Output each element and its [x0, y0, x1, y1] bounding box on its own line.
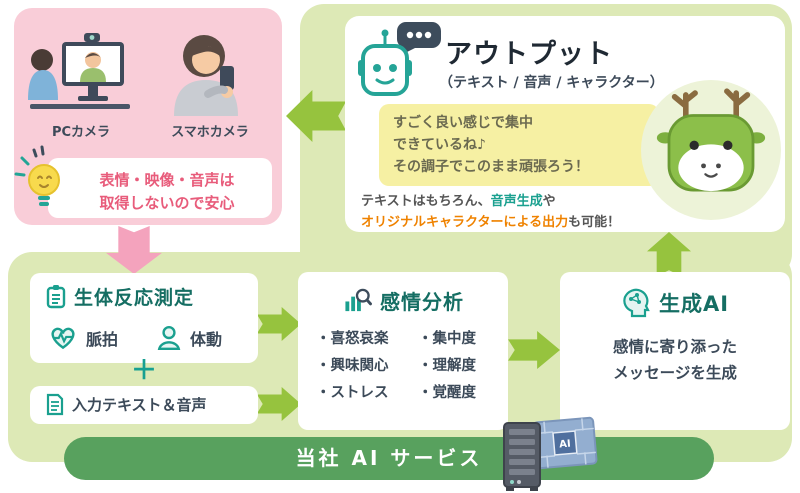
input-text-voice-label: 入力テキスト＆音声: [72, 396, 207, 414]
emotion-items-left: ・喜怒哀楽 ・興味関心 ・ストレス: [316, 326, 389, 406]
caption-line1: テキストはもちろん、音声生成や: [361, 192, 620, 213]
pc-camera-label: PCカメラ: [51, 125, 111, 140]
speech-line1: すごく良い感じで集中: [393, 115, 533, 131]
clipboard-icon: [46, 284, 66, 308]
plus-sign: ＋: [130, 356, 157, 386]
bio-measure-panel: 生体反応測定 脈拍 体動: [30, 273, 258, 363]
caption-line2: オリジナルキャラクターによる出力も可能！: [361, 213, 620, 234]
document-icon: [46, 393, 64, 416]
input-text-voice-panel: 入力テキスト＆音声: [30, 386, 258, 424]
ai-desc-line1: 感情に寄り添った: [612, 338, 737, 356]
emotion-items-right: ・集中度 ・理解度 ・覚醒度: [418, 326, 476, 406]
ai-desc-line2: メッセージを生成: [613, 364, 737, 383]
bio-measure-title-row: 生体反応測定: [30, 273, 258, 310]
caption-line2-highlight-orange: オリジナルキャラクターによる出力: [361, 214, 569, 230]
cpu-chip-icon: AI: [532, 416, 598, 470]
cpu-chip-label: AI: [559, 439, 571, 451]
chart-magnifier-icon: [345, 288, 372, 312]
emotion-title-row: 感情分析: [298, 272, 508, 315]
ai-title-row: 生成AI: [560, 272, 790, 318]
speech-line2: できているね♪: [393, 137, 486, 154]
privacy-notice-box: 表情・映像・音声は 取得しないので安心: [48, 158, 272, 218]
output-subtitle: （テキスト / 音声 / キャラクター）: [439, 75, 664, 91]
server-icon: [503, 422, 541, 491]
caption-line1-highlight-teal: 音声生成: [490, 194, 543, 209]
movement-label: 体動: [190, 330, 223, 349]
input-text-voice-row: 入力テキスト＆音声: [30, 386, 258, 416]
speech-line3: その調子でこのまま頑張ろう！: [393, 159, 589, 176]
ai-title: 生成AI: [658, 292, 730, 316]
privacy-notice-text: 表情・映像・音声は 取得しないので安心: [48, 158, 272, 216]
bio-measure-title: 生体反応測定: [74, 287, 195, 309]
pc-camera-illustration: [28, 33, 130, 109]
footer-bar: 当社 AI サービス: [64, 437, 714, 480]
output-title: アウトプット: [445, 39, 613, 70]
phone-camera-label: スマホカメラ: [171, 125, 249, 140]
camera-panel: PCカメラ スマホカメラ 表情・映像・音声は 取得しないので安心: [14, 8, 282, 225]
caption-line1-tail: や: [542, 194, 556, 209]
emotion-item: ・ストレス: [316, 384, 389, 401]
emotion-item: ・興味関心: [316, 357, 389, 374]
movement-item: 体動: [156, 325, 222, 351]
emotion-analysis-panel: 感情分析 ・喜怒哀楽 ・興味関心 ・ストレス ・集中度 ・理解度 ・覚醒度: [298, 272, 508, 430]
privacy-notice-line2: 取得しないので安心: [99, 194, 235, 213]
pulse-item: 脈拍: [48, 325, 118, 351]
emotion-item: ・集中度: [418, 331, 476, 347]
deer-mascot: [656, 88, 766, 192]
footer-label: 当社 AI サービス: [295, 446, 483, 470]
person-icon: [157, 325, 181, 351]
head-circuit-icon: [623, 288, 650, 318]
deer-mascot-circle: [641, 80, 781, 220]
smartphone-camera-illustration: [174, 35, 238, 116]
emotion-title: 感情分析: [380, 290, 464, 314]
heart-pulse-icon: [51, 327, 75, 350]
pulse-label: 脈拍: [86, 330, 119, 349]
caption-line2-tail: も可能！: [568, 214, 621, 230]
encouragement-speech-box: すごく良い感じで集中 できているね♪ その調子でこのまま頑張ろう！: [379, 104, 659, 186]
ai-desc: 感情に寄り添った メッセージを生成: [560, 334, 790, 387]
robot-icon: [358, 22, 441, 96]
generative-ai-panel: 生成AI 感情に寄り添った メッセージを生成: [560, 272, 790, 430]
privacy-notice-line1: 表情・映像・音声は: [99, 171, 235, 189]
emotion-item: ・覚醒度: [418, 384, 476, 401]
output-caption: テキストはもちろん、音声生成や オリジナルキャラクターによる出力も可能！: [361, 192, 620, 234]
lightbulb-icon: [14, 145, 60, 206]
output-panel: アウトプット （テキスト / 音声 / キャラクター） すごく良い感じで集中 で…: [345, 16, 785, 232]
emotion-item: ・理解度: [418, 357, 476, 374]
emotion-item: ・喜怒哀楽: [316, 331, 389, 347]
caption-line1-normal: テキストはもちろん、: [361, 194, 491, 209]
